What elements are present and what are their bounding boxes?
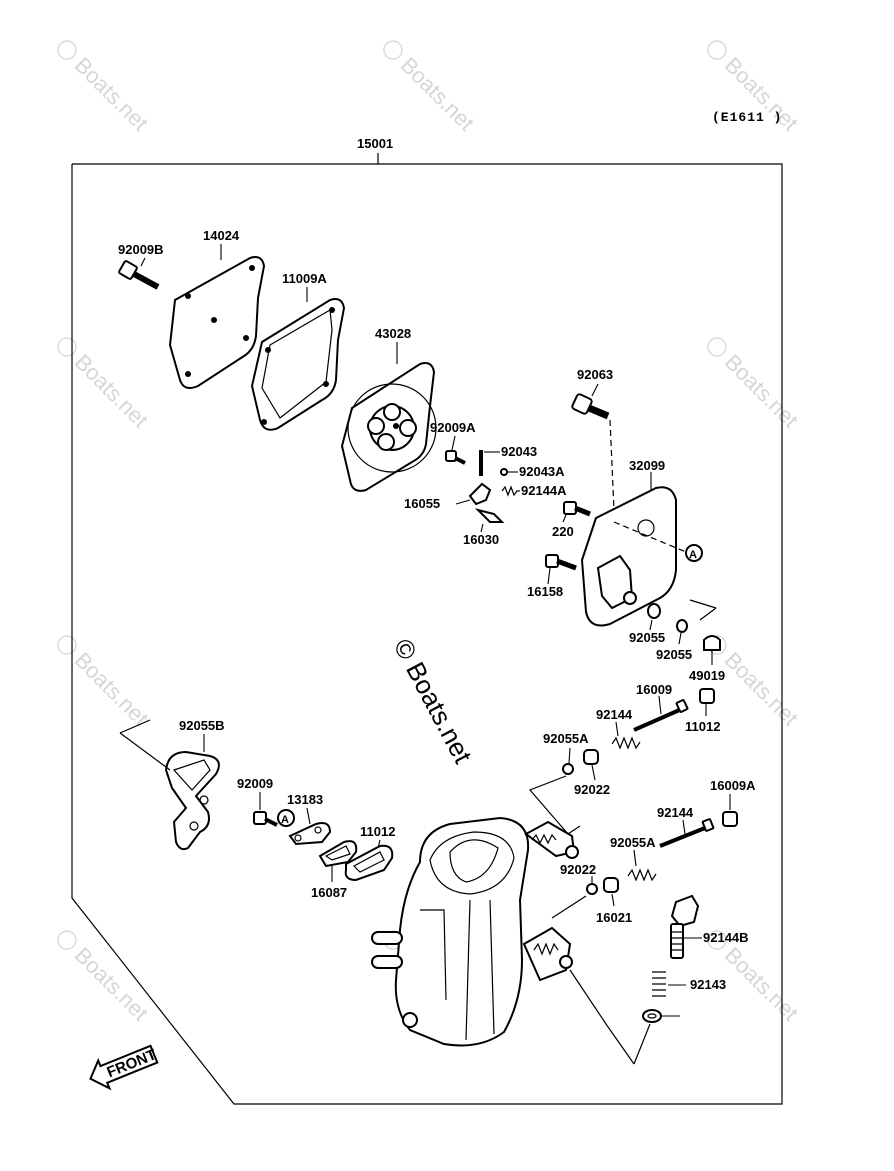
bolt-92009a — [445, 435, 466, 465]
label-92144b: 92143 — [690, 977, 726, 992]
bolt-16158 — [545, 554, 577, 585]
label-11009a: 11009A — [282, 271, 327, 286]
screw-92009 — [253, 792, 278, 827]
label-92055-2: 92055 — [656, 647, 692, 662]
label-16030: 16030 — [463, 532, 499, 547]
label-92144a: 92144A — [521, 483, 567, 498]
assembly-frame: 15001 — [71, 136, 783, 1105]
callout-a-lower: A — [277, 809, 295, 827]
cap-49019 — [703, 635, 721, 665]
gasket-11009a — [250, 287, 346, 431]
needle-16009 — [633, 695, 689, 732]
watermark: Boats.net — [57, 337, 153, 433]
label-92009b: 92009B — [118, 242, 164, 257]
svg-text:Boats.net: Boats.net — [70, 52, 153, 135]
spring-92144a — [501, 485, 520, 497]
label-15001: 15001 — [357, 136, 393, 151]
label-16158: 16158 — [527, 584, 563, 599]
label-14024: 14024 — [203, 228, 240, 243]
label-92009a: 92009A — [430, 420, 476, 435]
label-92055b: 92055B — [179, 718, 225, 733]
svg-text:Boats.net: Boats.net — [396, 52, 479, 135]
cover-14024 — [168, 244, 266, 389]
lever-16055 — [455, 482, 492, 506]
label-92055a-2: 92022 — [560, 862, 596, 877]
fitting-16021 — [670, 894, 702, 959]
label-13183: 13183 — [287, 792, 323, 807]
diagram-code: (E1611 ) — [712, 110, 782, 125]
pin-92043a — [500, 468, 518, 476]
svg-text:Boats.net: Boats.net — [70, 349, 153, 432]
diaphragm-43028 — [340, 342, 437, 492]
label-11012: 11012 — [685, 719, 720, 734]
spring-92144b — [652, 971, 686, 997]
label-11012-2: 16009A — [710, 778, 756, 793]
spring-92144-upper — [611, 721, 641, 750]
svg-text:Boats.net: Boats.net — [70, 647, 153, 730]
watermark: Boats.net — [57, 930, 153, 1026]
plate-16087 — [318, 840, 358, 882]
callout-a-upper: A — [685, 544, 703, 562]
cap-11012-lower — [722, 794, 738, 827]
gasket-92055b — [119, 719, 220, 851]
svg-text:A: A — [689, 549, 697, 561]
watermark: Boats.net — [57, 635, 153, 731]
label-11009: 11012 — [360, 824, 395, 839]
oring-92055a-lower — [551, 876, 598, 919]
bolt-92009b — [118, 257, 160, 290]
label-16009: 16009 — [636, 682, 672, 697]
center-watermark: © Boats.net — [388, 634, 479, 769]
label-92009: 92009 — [237, 776, 273, 791]
label-32099: 32099 — [629, 458, 665, 473]
label-92022-2: 16021 — [596, 910, 632, 925]
label-16055: 16055 — [404, 496, 440, 511]
svg-text:Boats.net: Boats.net — [720, 647, 803, 730]
cap-11012-upper — [699, 688, 715, 716]
label-16021: 92144B — [703, 930, 749, 945]
spring-92144-lower — [627, 849, 657, 882]
label-220: 220 — [552, 524, 574, 539]
watermark: Boats.net — [707, 337, 803, 433]
plate-13183 — [288, 807, 332, 846]
gasket-11009 — [344, 839, 394, 882]
label-92055a: 92055A — [543, 731, 589, 746]
svg-text:Boats.net: Boats.net — [720, 942, 803, 1025]
watermark: Boats.net — [383, 40, 479, 136]
svg-text:Boats.net: Boats.net — [720, 349, 803, 432]
cover-32099 — [580, 472, 687, 627]
watermark: Boats.net — [57, 40, 153, 136]
label-92043: 92043 — [501, 444, 537, 459]
label-92144: 92144 — [596, 707, 633, 722]
svg-text:A: A — [281, 814, 289, 826]
pin-92043 — [479, 450, 500, 476]
svg-text:Boats.net: Boats.net — [70, 942, 153, 1025]
label-92063: 92063 — [577, 367, 613, 382]
label-92022: 92022 — [574, 782, 610, 797]
label-92055: 92055 — [629, 630, 665, 645]
bolt-92063 — [571, 383, 615, 511]
carburetor-body — [371, 816, 579, 1047]
needle-16030 — [474, 508, 505, 533]
label-92043a: 92043A — [519, 464, 565, 479]
label-49019: 49019 — [689, 668, 725, 683]
oring-92055a-upper — [562, 747, 574, 775]
oring-92055-b — [676, 599, 717, 645]
screw-220 — [562, 501, 591, 523]
washer-92022-upper — [528, 749, 599, 835]
washer-92022-lower — [603, 877, 619, 907]
washer-92143 — [569, 969, 680, 1065]
oring-92055 — [647, 603, 661, 631]
label-16087: 16087 — [311, 885, 347, 900]
needle-16009a — [659, 818, 715, 848]
label-43028: 43028 — [375, 326, 411, 341]
label-16009a: 92144 — [657, 805, 694, 820]
svg-text:FRONT: FRONT — [105, 1046, 159, 1081]
label-92144-2: 92055A — [610, 835, 656, 850]
front-arrow: FRONT — [89, 1044, 159, 1091]
